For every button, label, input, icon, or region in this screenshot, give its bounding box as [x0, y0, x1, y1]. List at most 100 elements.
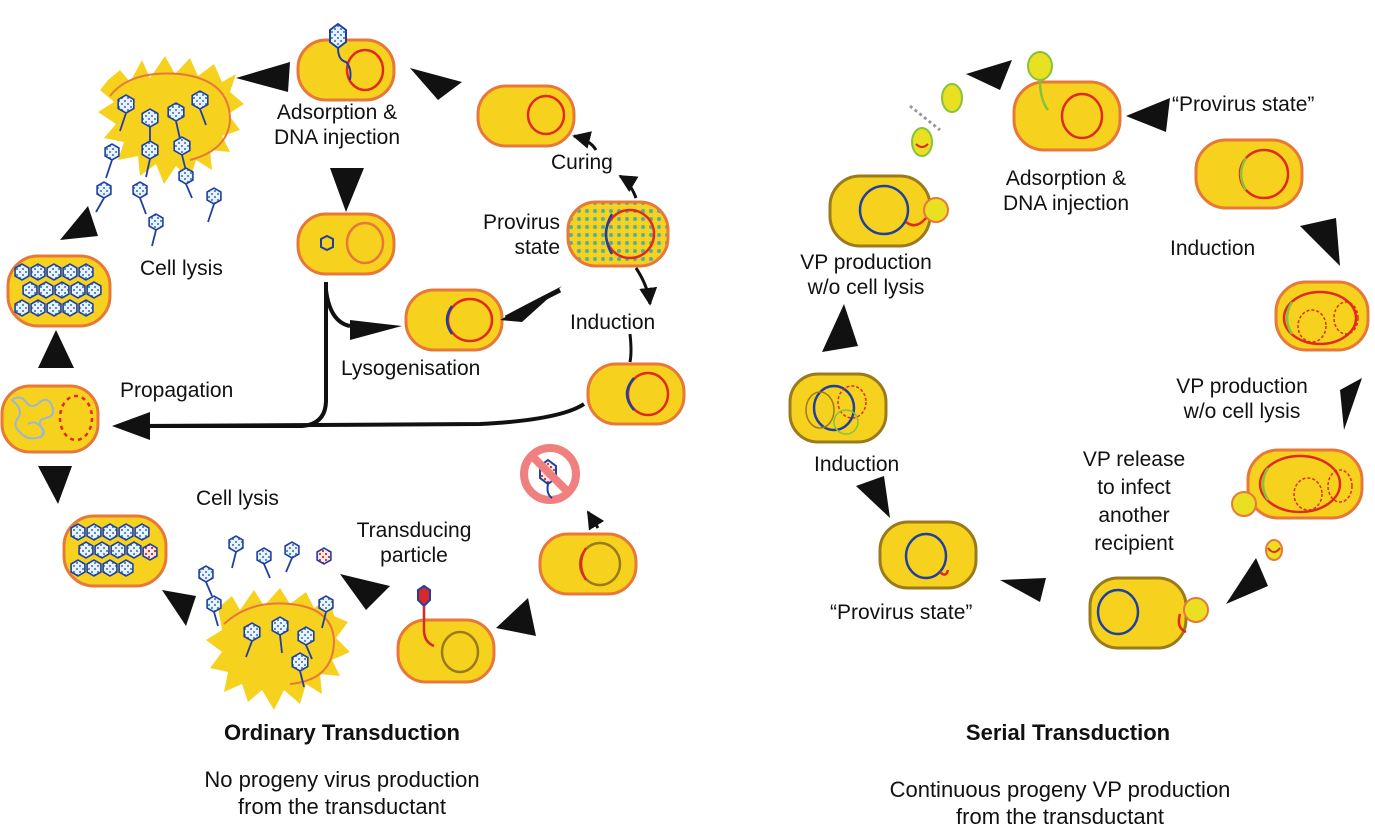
released-phages-top — [95, 143, 222, 247]
serial-free-phages — [909, 83, 963, 157]
phage-tail-icon — [305, 644, 313, 660]
phage-tail-icon — [145, 158, 151, 178]
label-provirus-state: Provirus state — [462, 210, 560, 260]
phage-head-icon — [62, 263, 78, 281]
lysing-cell-bottom — [206, 588, 350, 710]
phage-head-icon — [117, 94, 135, 114]
serial-cell-vp-production-right — [1231, 448, 1364, 561]
label-adsorption-line1: Adsorption & — [276, 101, 398, 124]
label-provirus-line1: Provirus — [482, 211, 560, 234]
label-cell-lysis-bottom: Cell lysis — [196, 487, 279, 510]
phage-head-icon — [256, 547, 272, 565]
phage-head-icon — [30, 299, 46, 317]
label-vp-release-line2: to infect — [1097, 476, 1171, 499]
phage-head-icon — [78, 541, 94, 559]
label-transducing-particle: Transducing particle — [357, 518, 472, 568]
released-phages-bottom — [198, 535, 334, 629]
phage-head-icon — [284, 541, 300, 559]
subtitle-ordinary-transduction: No progeny virus production from the tra… — [204, 766, 479, 820]
phage-head-icon — [118, 523, 134, 541]
label-adsorption-serial: Adsorption & DNA injection — [1003, 166, 1129, 216]
serial-cell-provirus-top — [1194, 138, 1304, 210]
phage-head-icon — [318, 595, 334, 613]
phage-head-icon — [14, 299, 30, 317]
phage-head-icon — [271, 616, 289, 636]
phage-head-icon — [206, 187, 222, 205]
phage-head-icon — [86, 523, 102, 541]
label-vp-production-right: VP production w/o cell lysis — [1176, 374, 1308, 424]
subtitle-serial-line1: Continuous progeny VP production — [889, 777, 1231, 802]
label-serial-adsorption-line2: DNA injection — [1002, 192, 1130, 215]
cell-phage-filled-top — [6, 254, 112, 328]
phage-tail-icon — [207, 203, 215, 223]
serial-cell-vp-production-left — [828, 174, 949, 248]
phage-tail-icon — [151, 229, 157, 247]
phage-head-icon — [70, 523, 86, 541]
label-transducing-line2: particle — [380, 544, 448, 567]
phage-head-icon — [167, 102, 185, 122]
phage-tail-icon — [95, 197, 105, 213]
subtitle-serial-transduction: Continuous progeny VP production from th… — [890, 776, 1231, 830]
serial-arrows — [822, 60, 1362, 604]
phage-head-icon — [329, 22, 347, 50]
phage-head-icon — [30, 263, 46, 281]
label-vp-release-line1: VP release — [1082, 448, 1186, 471]
label-adsorption-line2: DNA injection — [273, 126, 401, 149]
label-provirus-state-top: “Provirus state” — [1172, 93, 1315, 116]
transducing-phage-head-icon — [142, 543, 158, 561]
phage-head-icon — [94, 541, 110, 559]
phage-tail-icon — [263, 563, 271, 579]
subtitle-serial-line2: from the transductant — [956, 804, 1164, 829]
phage-head-icon — [206, 595, 222, 613]
phage-head-icon — [102, 559, 118, 577]
label-vp-left-line1: VP production — [800, 251, 932, 274]
cell-transductant — [538, 532, 638, 596]
cell-adsorption — [296, 22, 396, 102]
no-progeny-phage-icon — [520, 444, 580, 504]
label-curing: Curing — [551, 151, 613, 174]
label-transducing-line1: Transducing — [356, 519, 472, 542]
subtitle-ordinary-line1: No progeny virus production — [204, 767, 480, 792]
phage-tail-icon — [285, 557, 293, 573]
phage-head-icon — [118, 559, 134, 577]
phage-head-icon — [243, 622, 261, 642]
cell-phage-filled-bottom — [62, 514, 168, 588]
label-vp-left-line2: w/o cell lysis — [807, 276, 925, 299]
label-vp-right-line1: VP production — [1176, 375, 1308, 398]
phage-head-icon — [297, 626, 315, 646]
label-adsorption-ordinary: Adsorption & DNA injection — [274, 100, 400, 150]
serial-cell-induction-right — [1274, 280, 1370, 352]
phage-head-icon — [70, 559, 86, 577]
label-induction-serial-left: Induction — [814, 453, 900, 476]
phage-tail-icon — [279, 634, 283, 654]
phage-head-icon — [96, 181, 112, 199]
phage-tail-icon — [231, 551, 237, 569]
phage-tail-icon — [199, 108, 207, 126]
phage-head-icon — [104, 143, 120, 161]
phage-tail-icon — [205, 581, 213, 597]
phage-head-icon — [198, 565, 214, 583]
phage-tail-icon — [185, 183, 193, 199]
lysing-cell-top — [98, 56, 244, 184]
label-provirus-state-bottom: “Provirus state” — [830, 601, 973, 624]
phage-tail-icon — [245, 640, 253, 658]
serial-cell-provirus-bottom — [878, 520, 978, 590]
cell-lysogenisation — [404, 288, 504, 352]
label-provirus-line2: state — [514, 236, 560, 259]
serial-cell-vp-release — [1088, 576, 1209, 650]
label-vp-release-line4: recipient — [1094, 532, 1174, 555]
label-vp-release: VP release to infect another recipient — [1083, 446, 1185, 558]
phage-tail-icon — [119, 112, 127, 132]
label-vp-production-left: VP production w/o cell lysis — [800, 250, 932, 300]
phage-head-icon — [22, 281, 38, 299]
cell-cured — [476, 84, 576, 148]
phage-head-icon — [86, 559, 102, 577]
title-serial-transduction: Serial Transduction — [965, 720, 1171, 745]
phage-head-icon — [141, 108, 159, 128]
phage-head-icon — [38, 281, 54, 299]
ordinary-arrows — [38, 62, 658, 636]
cell-provirus-state — [566, 200, 670, 268]
phage-head-icon — [148, 213, 164, 231]
phage-tail-icon — [139, 197, 147, 215]
